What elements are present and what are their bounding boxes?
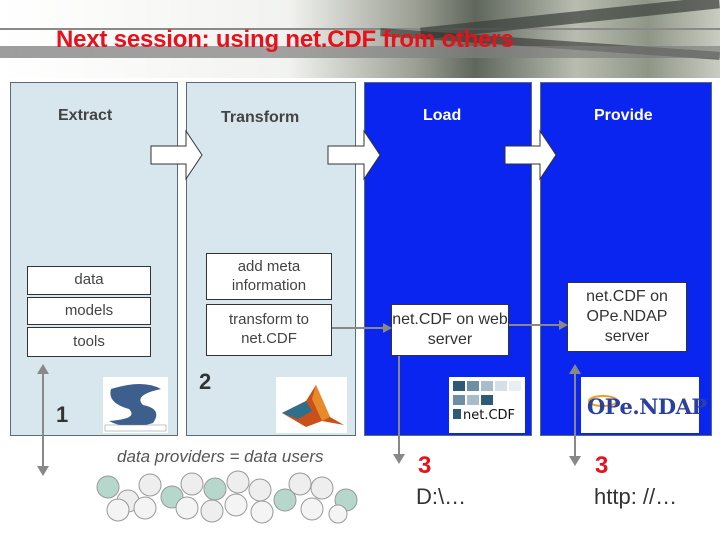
netcdf-logo: net.CDF — [449, 377, 525, 433]
step-number-3-load: 3 — [418, 452, 432, 479]
subversion-logo — [103, 377, 168, 433]
local-path-label: D:\… — [416, 484, 467, 509]
stage-load-label: Load — [423, 107, 462, 124]
arrow-load-provide — [504, 129, 557, 181]
people-crowd — [96, 470, 358, 524]
opendap-logo: OPe.NDAP — [581, 377, 707, 433]
box-add-meta: add meta information — [206, 253, 332, 300]
matlab-logo — [276, 377, 347, 433]
box-tools: tools — [27, 327, 151, 357]
box-models: models — [27, 297, 151, 325]
step-number-1: 1 — [56, 402, 69, 427]
providers-caption: data providers = data users — [117, 447, 324, 466]
arrow-transform-load — [327, 129, 381, 181]
stage-provide-label: Provide — [594, 107, 653, 124]
netcdf-logo-text: net.CDF — [463, 408, 516, 423]
step-number-2: 2 — [199, 369, 212, 394]
arrow-extract-transform — [150, 129, 203, 181]
http-path-label: http: //… — [594, 484, 678, 509]
box-web-server: net.CDF on web server — [391, 304, 509, 356]
stage-extract-label: Extract — [58, 107, 113, 124]
step-number-3-provide: 3 — [595, 452, 609, 479]
stage-transform-label: Transform — [221, 109, 300, 126]
box-opendap-server: net.CDF on OPe.NDAP server — [567, 282, 687, 352]
opendap-logo-text: OPe.NDAP — [587, 394, 707, 419]
slide-title: Next session: using net.CDF from others — [56, 26, 514, 53]
header-banner — [0, 0, 720, 78]
box-transform-netcdf: transform to net.CDF — [206, 304, 332, 356]
box-data: data — [27, 266, 151, 295]
